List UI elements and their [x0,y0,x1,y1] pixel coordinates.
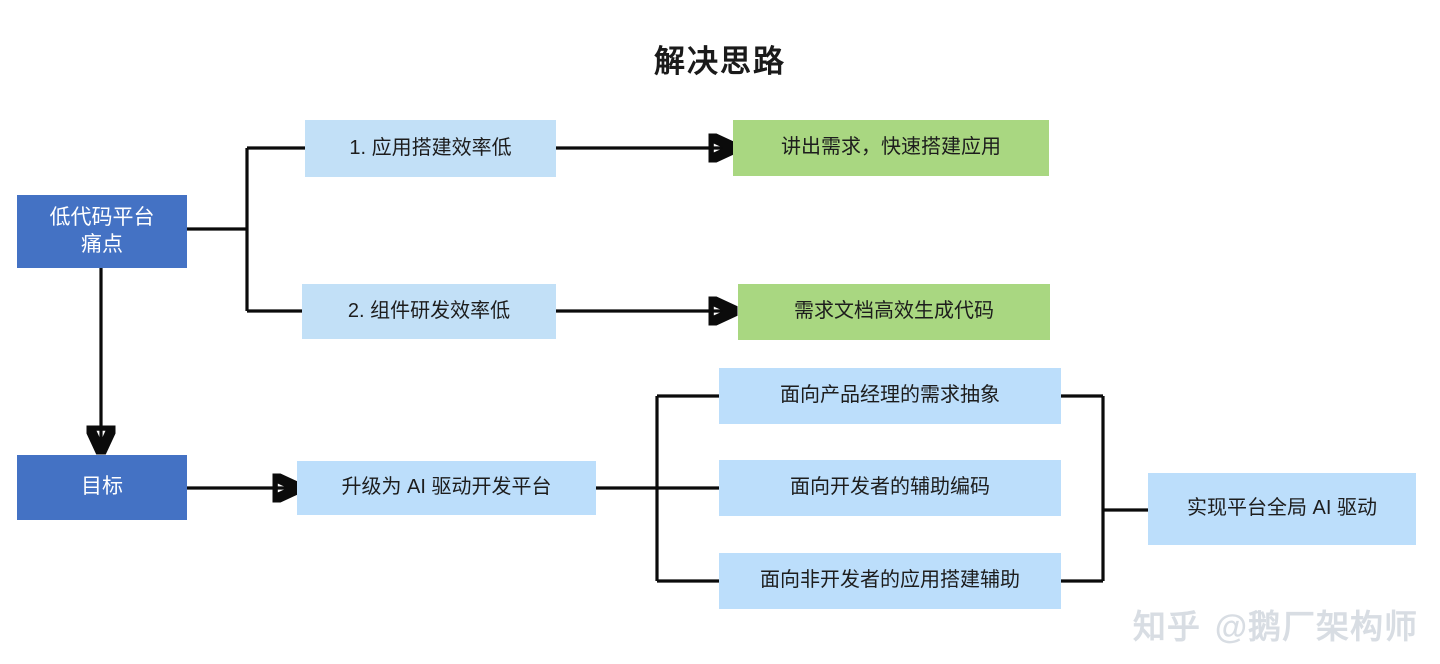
node-goal-branch-1[interactable]: 面向产品经理的需求抽象 [719,368,1061,424]
zhihu-logo: 知乎 [1132,610,1201,646]
node-goal-root[interactable]: 目标 [17,455,187,520]
node-pain-2-label: 2. 组件研发效率低 [347,299,511,322]
node-goal-branch-1-label: 面向产品经理的需求抽象 [780,384,1000,407]
node-goal-main[interactable]: 升级为 AI 驱动开发平台 [297,461,596,515]
node-pain-2[interactable]: 2. 组件研发效率低 [302,284,556,339]
node-goal-branch-3-label: 面向非开发者的应用搭建辅助 [760,569,1020,592]
node-goal-branch-2-label: 面向开发者的辅助编码 [790,476,990,499]
node-solution-2[interactable]: 需求文档高效生成代码 [738,284,1050,340]
node-pain-root[interactable]: 低代码平台 痛点 [17,195,187,268]
node-pain-1[interactable]: 1. 应用搭建效率低 [305,120,556,177]
node-goal-root-label: 目标 [81,475,123,499]
node-solution-2-label: 需求文档高效生成代码 [794,300,994,323]
node-solution-1-label: 讲出需求，快速搭建应用 [781,136,1001,159]
node-goal-branch-3[interactable]: 面向非开发者的应用搭建辅助 [719,553,1061,609]
node-pain-root-label: 低代码平台 痛点 [49,205,155,256]
node-goal-result-label: 实现平台全局 AI 驱动 [1186,497,1377,520]
watermark: 知乎 @鹅厂架构师 [1133,600,1418,648]
watermark-username: @鹅厂架构师 [1214,608,1418,645]
node-goal-result[interactable]: 实现平台全局 AI 驱动 [1148,473,1416,545]
node-goal-main-label: 升级为 AI 驱动开发平台 [341,476,552,499]
node-solution-1[interactable]: 讲出需求，快速搭建应用 [733,120,1049,176]
node-goal-branch-2[interactable]: 面向开发者的辅助编码 [719,460,1061,516]
page-title: 解决思路 [654,44,786,79]
node-pain-1-label: 1. 应用搭建效率低 [349,136,512,159]
